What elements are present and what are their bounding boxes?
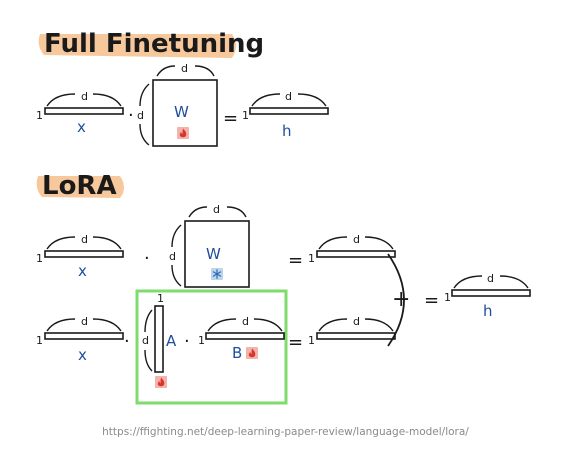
svg-text:1: 1 (157, 292, 164, 305)
svg-text:d: d (242, 315, 249, 328)
svg-text:d: d (169, 250, 176, 263)
lora-output-label: h (483, 302, 493, 320)
lora-input-label: x (78, 262, 87, 280)
svg-text:d: d (353, 315, 360, 328)
lora-weight-label: W (206, 245, 221, 263)
lora-title: LoRA (42, 171, 117, 201)
lora-row-adapter: 1 d x · 1 d A · 1 d B = 1 (36, 289, 396, 405)
lora-a-matrix (154, 305, 164, 373)
svg-text:d: d (213, 203, 220, 216)
lora-row-frozen: 1 d x · d d W = 1 d (36, 203, 396, 288)
full-weight-matrix: d d W (137, 62, 218, 147)
snowflake-icon (210, 267, 224, 281)
svg-text:d: d (487, 272, 494, 285)
sum-bracket (387, 253, 405, 347)
dot-operator: · (124, 331, 130, 352)
svg-text:1: 1 (36, 252, 43, 265)
source-url: https://ffighting.net/deep-learning-pape… (102, 426, 469, 438)
svg-text:1: 1 (36, 334, 43, 347)
equals-operator: = (424, 290, 439, 311)
svg-text:d: d (81, 315, 88, 328)
lora-b-label: B (232, 344, 242, 362)
fire-icon (246, 347, 258, 359)
full-finetuning-section: Full Finetuning 1 d x · d d W = 1 d h (36, 29, 329, 147)
svg-text:d: d (353, 233, 360, 246)
svg-text:1: 1 (308, 334, 315, 347)
full-finetuning-title: Full Finetuning (44, 29, 264, 59)
title-highlight (38, 34, 236, 58)
lora-a-label: A (166, 332, 177, 350)
lora-output-vector: 1 d h (444, 272, 531, 320)
svg-text:d: d (142, 334, 149, 347)
full-output-label: h (282, 122, 292, 140)
lora-adapter-box (135, 289, 288, 405)
svg-text:d: d (81, 90, 88, 103)
lora-input-label: x (78, 346, 87, 364)
plus-operator: + (392, 287, 410, 312)
svg-text:d: d (181, 62, 188, 75)
full-input-vector: 1 d x (36, 90, 124, 136)
svg-text:1: 1 (242, 109, 249, 122)
full-output-vector: 1 d h (242, 90, 329, 140)
title-highlight (36, 176, 124, 198)
svg-text:d: d (137, 109, 144, 122)
full-input-label: x (77, 118, 86, 136)
fire-icon (155, 376, 167, 388)
equals-operator: = (288, 250, 303, 271)
dot-operator: · (128, 105, 134, 126)
dot-operator: · (184, 331, 190, 352)
svg-text:d: d (285, 90, 292, 103)
fire-icon (177, 127, 189, 139)
svg-text:1: 1 (308, 252, 315, 265)
lora-section: LoRA 1 d x · d d W = 1 d 1 d x · (36, 171, 531, 405)
svg-text:1: 1 (198, 334, 205, 347)
svg-text:d: d (81, 233, 88, 246)
equals-operator: = (288, 332, 303, 353)
svg-text:1: 1 (444, 291, 451, 304)
full-weight-label: W (174, 103, 189, 121)
dot-operator: · (144, 248, 150, 269)
svg-text:1: 1 (36, 109, 43, 122)
equals-operator: = (223, 108, 238, 129)
lora-b-matrix: 1 d B (198, 315, 285, 362)
